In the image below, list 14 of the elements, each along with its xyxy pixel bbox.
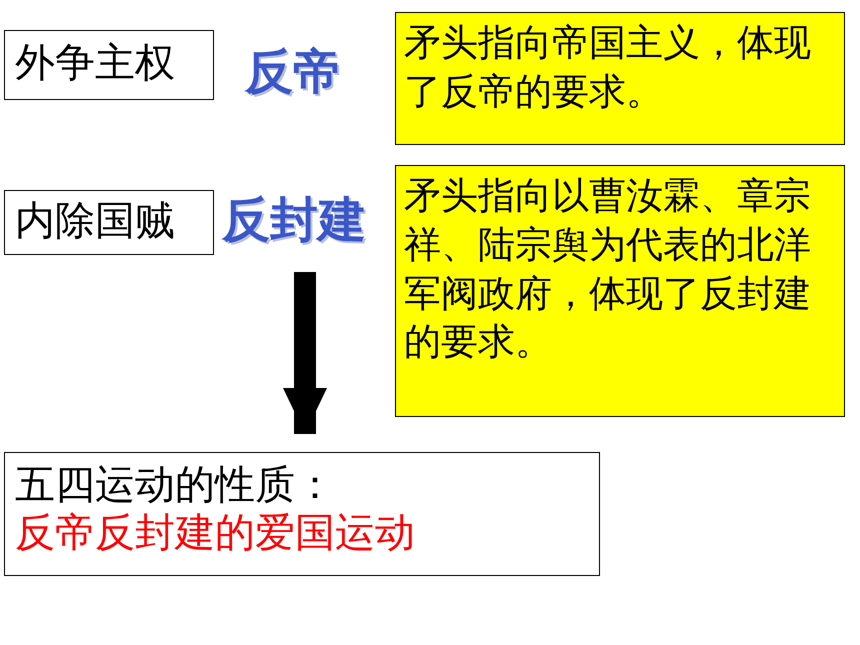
box-text: 五四运动的性质：	[15, 461, 336, 509]
slogan-box	[4, 30, 214, 100]
box-text: 矛头指向以曹汝霖、章宗祥、陆宗舆为代表的北洋军阀政府，体现了反封建的要求。	[404, 173, 812, 366]
highlight-text: 反帝反封建的爱国运动	[15, 509, 416, 557]
heading-label: 反封建	[222, 191, 366, 250]
heading-label: 反帝	[245, 43, 341, 102]
slogan-box	[4, 190, 214, 255]
conclusion-box	[4, 452, 600, 576]
note-box	[395, 165, 845, 417]
down-arrow	[283, 272, 327, 434]
box-text: 内除国贼	[15, 197, 176, 245]
note-box	[395, 12, 845, 145]
box-text: 外争主权	[15, 39, 176, 87]
box-text: 矛头指向帝国主义，体现了反帝的要求。	[404, 20, 812, 115]
